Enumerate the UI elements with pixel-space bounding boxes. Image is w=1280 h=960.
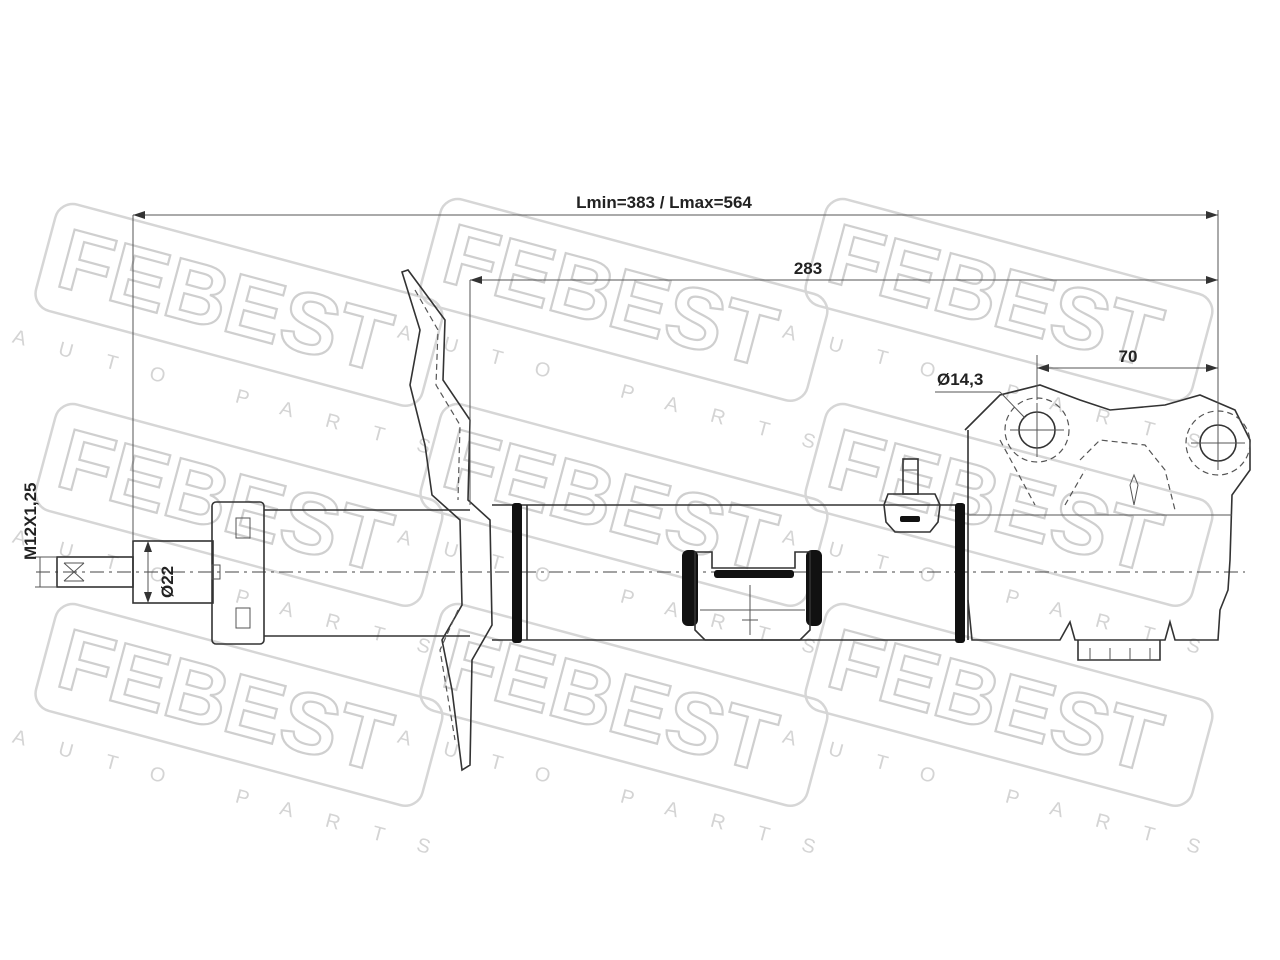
- hole-spacing-label: 70: [1119, 347, 1138, 366]
- spring-seat: [401, 269, 493, 772]
- top-mount-cap: [211, 501, 265, 645]
- dimension-rod-diameter: Ø22: [144, 541, 177, 603]
- piston-rod-top: [132, 540, 214, 604]
- center-bracket: [682, 550, 822, 641]
- shock-body: [492, 503, 965, 643]
- dimension-hole-diameter: Ø14,3: [935, 370, 1026, 419]
- overall-length-label: Lmin=383 / Lmax=564: [576, 193, 752, 212]
- brake-hose-bracket: [883, 458, 941, 533]
- watermark-layer: FEBEST AUTO PARTS FEBEST AUTO PARTS FEBE…: [10, 197, 1236, 868]
- thread-label: M12X1,25: [21, 483, 40, 561]
- hole-diameter-label: Ø14,3: [937, 370, 983, 389]
- dimension-body-length: 283: [469, 259, 1218, 505]
- dimension-overall-length: Lmin=383 / Lmax=564: [132, 193, 1219, 540]
- knuckle-bracket: [964, 384, 1251, 661]
- upper-tube: [264, 509, 470, 637]
- body-length-label: 283: [794, 259, 822, 278]
- dimension-hole-spacing: 70: [1036, 347, 1218, 400]
- dimension-thread: M12X1,25: [21, 483, 57, 588]
- threaded-stud: [56, 556, 134, 588]
- rod-diameter-label: Ø22: [158, 566, 177, 598]
